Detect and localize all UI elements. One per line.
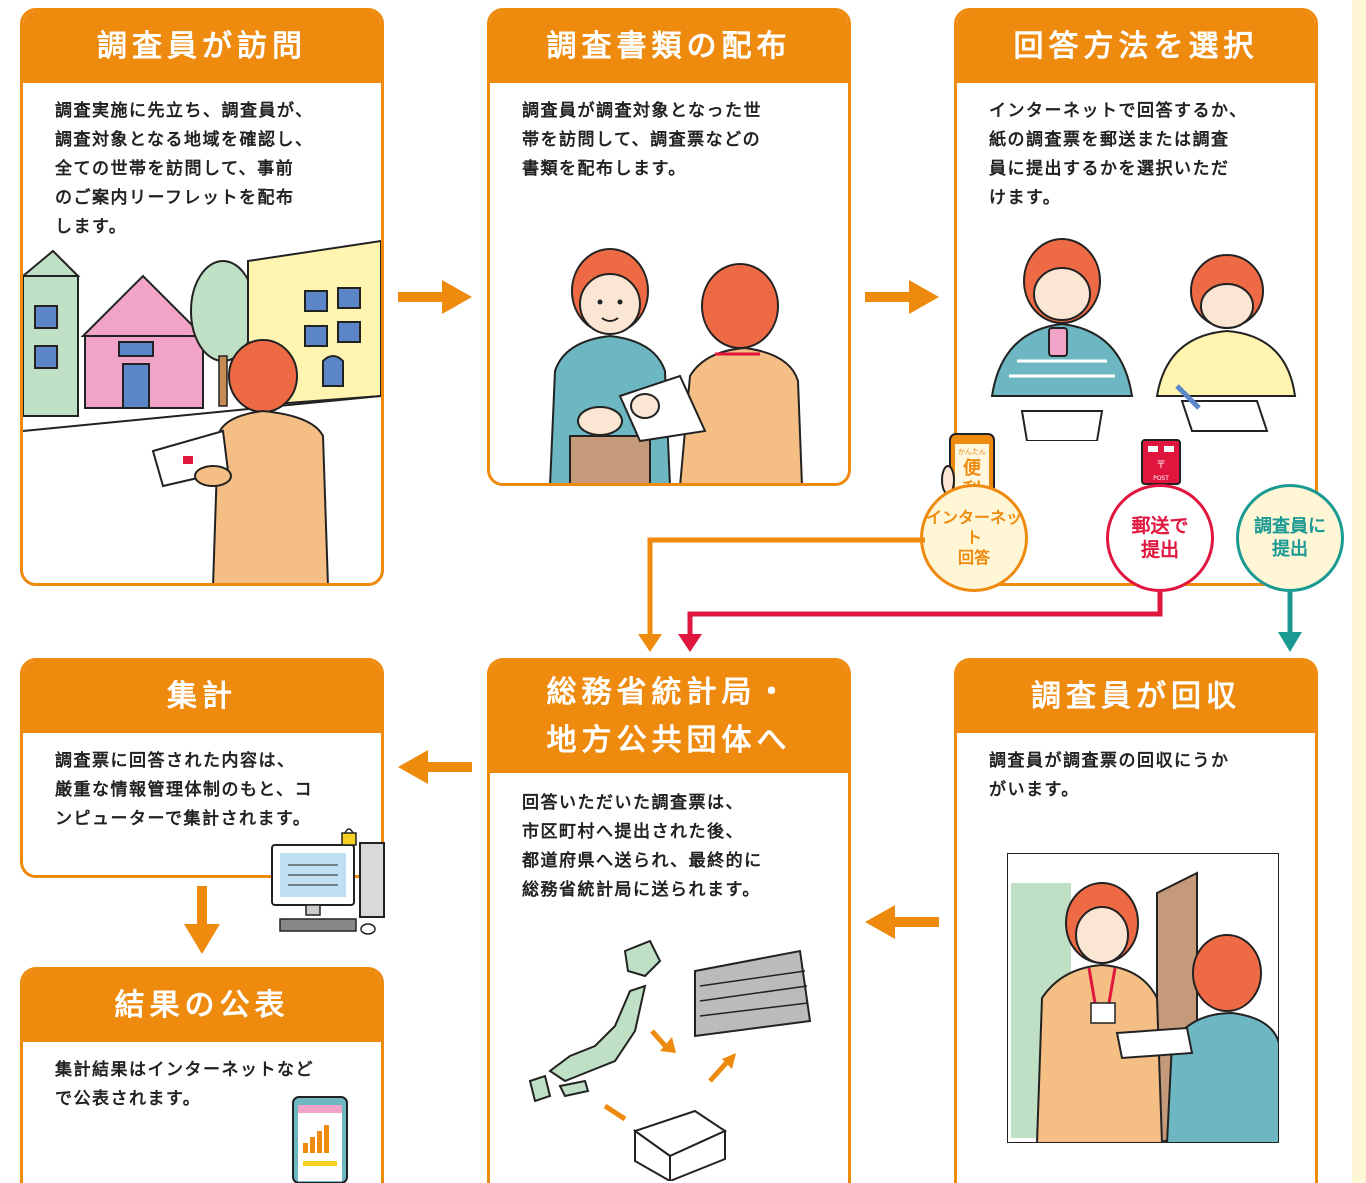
step-distribute-line: 帯を訪問して、調査票などの bbox=[522, 130, 762, 150]
computer-icon bbox=[271, 828, 385, 935]
step-choose-text: インターネットで回答するか、 紙の調査票を郵送または調査 員に提出するかを選択い… bbox=[957, 83, 1315, 213]
step-visit-card: 調査員が訪問 調査実施に先立ち、調査員が、 調査対象となる地域を確認し、 全ての… bbox=[20, 8, 384, 586]
svg-text:〒: 〒 bbox=[1156, 460, 1166, 471]
arrow-left-icon bbox=[865, 905, 939, 939]
step-bureau-line: 回答いただいた調査票は、 bbox=[522, 793, 744, 813]
neighborhood-illustration bbox=[23, 239, 381, 583]
option-mail-line1: 郵送で bbox=[1131, 515, 1189, 537]
step-collect-line: がいます。 bbox=[989, 780, 1080, 800]
step-tally-card: 集計 調査票に回答された内容は、 厳重な情報管理体制のもと、コ ンピューターで集… bbox=[20, 658, 384, 878]
step-visit-line: 調査対象となる地域を確認し、 bbox=[55, 130, 314, 150]
step-collect-text: 調査員が調査票の回収にうか がいます。 bbox=[957, 733, 1315, 805]
option-enumerator-bubble: 調査員に 提出 bbox=[1236, 484, 1344, 592]
option-enumerator-line1: 調査員に bbox=[1254, 516, 1326, 537]
step-choose-line: インターネットで回答するか、 bbox=[989, 101, 1248, 121]
step-bureau-text: 回答いただいた調査票は、 市区町村へ提出された後、 都道府県へ送られ、最終的に … bbox=[490, 773, 848, 905]
step-choose-line: けます。 bbox=[989, 188, 1062, 208]
step-visit-text: 調査実施に先立ち、調査員が、 調査対象となる地域を確認し、 全ての世帯を訪問して… bbox=[23, 83, 381, 242]
arrow-right-icon bbox=[865, 280, 939, 314]
option-mail-bubble: 郵送で 提出 bbox=[1106, 484, 1214, 592]
step-visit-line: 全ての世帯を訪問して、事前 bbox=[55, 159, 295, 179]
step-visit-line: します。 bbox=[55, 217, 128, 237]
step-bureau-line: 総務省統計局に送られます。 bbox=[522, 880, 761, 900]
step-distribute-text: 調査員が調査対象となった世 帯を訪問して、調査票などの 書類を配布します。 bbox=[490, 83, 848, 184]
step-bureau-title-line2: 地方公共団体へ bbox=[546, 723, 792, 758]
step-tally-line: 厳重な情報管理体制のもと、コ bbox=[55, 780, 313, 800]
option-enumerator-line2: 提出 bbox=[1272, 539, 1308, 560]
post-label: POST bbox=[1153, 475, 1169, 482]
connector-internet-arrow bbox=[647, 537, 925, 640]
step-collect-title: 調査員が回収 bbox=[957, 661, 1315, 733]
step-distribute-card: 調査書類の配布 調査員が調査対象となった世 帯を訪問して、調査票などの 書類を配… bbox=[487, 8, 851, 486]
step-distribute-title: 調査書類の配布 bbox=[490, 11, 848, 83]
connector-mail-arrow bbox=[687, 592, 1163, 640]
phone-small-text: かんたん bbox=[958, 448, 986, 456]
arrow-right-icon bbox=[398, 280, 472, 314]
step-publish-text: 集計結果はインターネットなど で公表されます。 bbox=[23, 1042, 381, 1114]
arrowhead-down-icon bbox=[638, 634, 662, 652]
step-tally-text: 調査票に回答された内容は、 厳重な情報管理体制のもと、コ ンピューターで集計され… bbox=[23, 733, 381, 834]
step-bureau-card: 総務省統計局・ 地方公共団体へ 回答いただいた調査票は、 市区町村へ提出された後… bbox=[487, 658, 851, 1183]
tablet-chart-icon bbox=[292, 1096, 348, 1183]
step-collect-line: 調査員が調査票の回収にうか bbox=[989, 751, 1230, 771]
step-tally-line: 調査票に回答された内容は、 bbox=[55, 751, 296, 771]
collection-at-door-illustration bbox=[1007, 853, 1279, 1143]
arrowhead-down-icon bbox=[1278, 632, 1302, 652]
step-publish-card: 結果の公表 集計結果はインターネットなど で公表されます。 bbox=[20, 967, 384, 1183]
arrow-down-icon bbox=[184, 886, 220, 954]
side-strip bbox=[1352, 0, 1366, 1183]
step-bureau-title-line1: 総務省統計局・ bbox=[546, 675, 792, 710]
step-visit-line: のご案内リーフレットを配布 bbox=[55, 188, 295, 208]
step-choose-line: 紙の調査票を郵送または調査 bbox=[989, 130, 1230, 150]
japan-map-building-illustration bbox=[528, 939, 812, 1181]
step-distribute-line: 書類を配布します。 bbox=[522, 159, 687, 179]
step-bureau-title: 総務省統計局・ 地方公共団体へ bbox=[490, 661, 848, 773]
step-bureau-line: 都道府県へ送られ、最終的に bbox=[522, 851, 763, 871]
flow-connectors bbox=[638, 537, 1302, 652]
step-tally-line: ンピューターで集計されます。 bbox=[55, 809, 312, 829]
step-collect-card: 調査員が回収 調査員が調査票の回収にうか がいます。 bbox=[954, 658, 1318, 1183]
step-publish-title: 結果の公表 bbox=[23, 970, 381, 1042]
step-bureau-line: 市区町村へ提出された後、 bbox=[522, 822, 744, 842]
option-internet-line2: 回答 bbox=[957, 548, 990, 567]
option-mail-line2: 提出 bbox=[1140, 539, 1179, 561]
phone-text-1: 便 bbox=[963, 457, 982, 479]
step-choose-line: 員に提出するかを選択いただ bbox=[989, 159, 1230, 179]
arrow-left-icon bbox=[398, 750, 472, 784]
step-choose-title: 回答方法を選択 bbox=[957, 11, 1315, 83]
step-visit-title: 調査員が訪問 bbox=[23, 11, 381, 83]
step-distribute-line: 調査員が調査対象となった世 bbox=[522, 101, 762, 121]
step-visit-line: 調査実施に先立ち、調査員が、 bbox=[55, 101, 314, 121]
step-choose-card: 回答方法を選択 インターネットで回答するか、 紙の調査票を郵送または調査 員に提… bbox=[954, 8, 1318, 586]
document-handover-illustration bbox=[549, 248, 803, 483]
step-tally-title: 集計 bbox=[23, 661, 381, 733]
arrowhead-down-icon bbox=[678, 634, 702, 652]
option-internet-line1: インターネット bbox=[925, 508, 1022, 547]
step-publish-line: 集計結果はインターネットなど bbox=[55, 1060, 314, 1080]
step-publish-line: で公表されます。 bbox=[55, 1089, 202, 1109]
answering-illustration bbox=[990, 238, 1297, 441]
